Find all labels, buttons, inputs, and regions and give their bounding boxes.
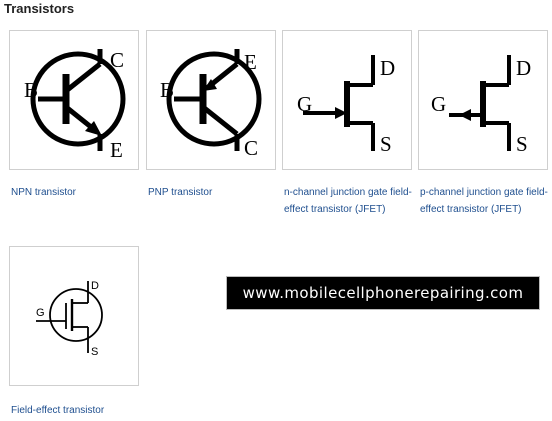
pnp-emitter-label: E [244, 50, 257, 74]
npn-transistor-caption[interactable]: NPN transistor [11, 187, 77, 198]
watermark-banner: www.mobilecellphonerepairing.com [226, 276, 540, 310]
pnp-base-label: B [160, 78, 174, 102]
n-channel-jfet-symbol: G D S [297, 55, 395, 156]
pnp-transistor-caption[interactable]: PNP transistor [148, 187, 213, 198]
p-jfet-source-label: S [516, 132, 528, 156]
p-jfet-gate-label: G [431, 92, 446, 116]
n-jfet-source-label: S [380, 132, 392, 156]
n-channel-jfet-caption[interactable]: n-channel junction gate field-effect tra… [284, 187, 412, 215]
fet-source-label: S [91, 346, 98, 358]
p-channel-jfet-symbol: G D S [431, 55, 531, 156]
fet-drain-label: D [91, 280, 99, 292]
pnp-collector-label: C [244, 136, 258, 160]
pnp-transistor-tile[interactable]: B E C [146, 30, 276, 170]
fet-symbol: G D S [36, 280, 103, 358]
fet-tile[interactable]: G D S [9, 246, 139, 386]
p-channel-jfet-tile[interactable]: G D S [418, 30, 548, 170]
p-jfet-drain-label: D [516, 56, 531, 80]
n-channel-jfet-tile[interactable]: G D S [282, 30, 412, 170]
watermark-text: www.mobilecellphonerepairing.com [242, 284, 524, 302]
n-jfet-gate-label: G [297, 92, 312, 116]
fet-caption[interactable]: Field-effect transistor [11, 405, 105, 416]
fet-gate-label: G [36, 307, 45, 319]
npn-transistor-symbol: B C E [24, 48, 126, 162]
n-jfet-drain-label: D [380, 56, 395, 80]
npn-emitter-label: E [110, 138, 123, 162]
pnp-transistor-symbol: B E C [160, 49, 262, 160]
npn-base-label: B [24, 78, 38, 102]
npn-transistor-tile[interactable]: B C E [9, 30, 139, 170]
npn-collector-label: C [110, 48, 124, 72]
p-channel-jfet-caption[interactable]: p-channel junction gate field-effect tra… [420, 187, 548, 215]
section-heading: Transistors [4, 1, 75, 16]
